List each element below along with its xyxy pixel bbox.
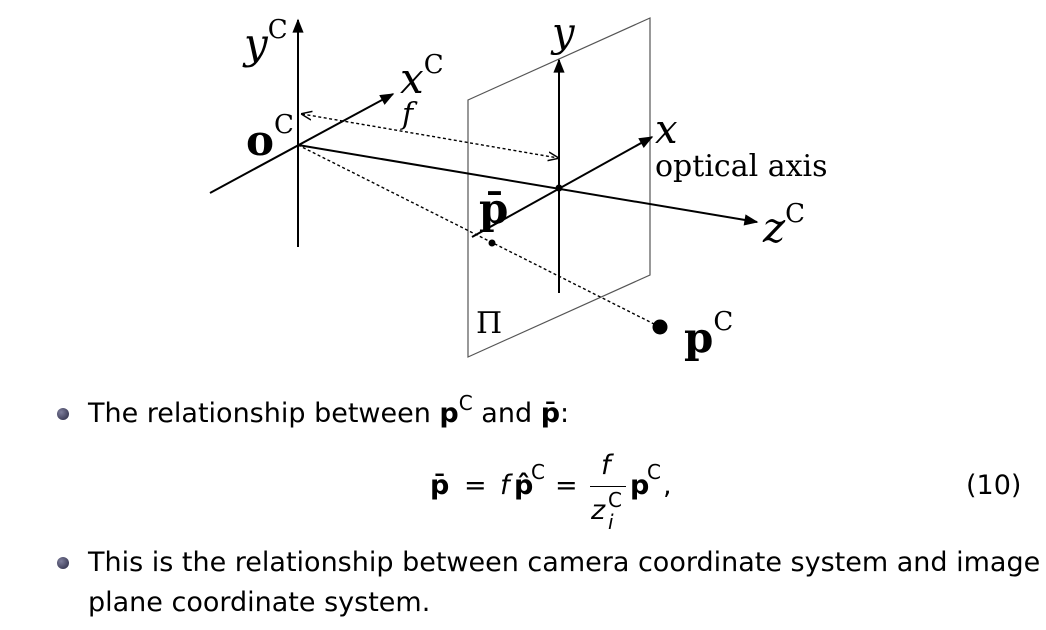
label-oC: oC [246,110,294,165]
label-x: x [655,107,678,153]
bullet1-p: p [439,398,459,429]
eq-number: (10) [966,470,1022,501]
label-Pi: Π [476,306,502,341]
image-plane [467,17,651,358]
eq-denominator-sup: C [608,488,622,512]
label-yC: yC [242,15,288,68]
bullet1-sup: C [458,391,473,415]
projection-ray [297,144,661,328]
eq-p-sup: C [647,460,661,484]
eq-phat-sup: C [531,460,545,484]
label-y: y [550,10,576,56]
bullet1-mid: and [472,398,541,429]
eq-p: p [630,470,650,501]
eq-lhs: p̄ [430,470,450,501]
focal-length-arrow [302,114,558,158]
label-optical-axis: optical axis [655,149,828,184]
bullet-relationship-text: The relationship between pC and p̄: [88,393,570,430]
eq-f: f [500,470,510,501]
camera-x-axis [209,93,395,194]
eq-equals-1: = [464,470,487,501]
eq-fraction-bar [590,486,626,487]
point-3d [652,319,668,335]
eq-phat: p̂ [514,470,534,501]
bullet-marker [57,408,69,420]
bullet1-suffix: : [560,398,570,429]
eq-denominator: z [591,495,606,526]
projected-point [488,239,496,247]
bullet-marker [57,557,69,569]
label-pbar: p̄ [479,184,508,233]
label-pC: pC [684,307,733,362]
camera-projection-diagram: yC xC f oC y x optical axis zC p̄ Π pC [209,10,828,362]
bullet-coordinate-text-line2: plane coordinate system. [88,587,431,618]
eq-equals-2: = [555,470,578,501]
eq-numerator: f [601,450,611,481]
bullet1-pbar: p̄ [540,398,561,429]
bullet-coordinate-text-line1: This is the relationship between camera … [88,547,1041,578]
eq-denominator-sub: i [608,510,614,534]
label-zC: zC [762,199,805,252]
principal-point [555,184,563,192]
bullet1-prefix: The relationship between [88,398,440,429]
eq-comma: , [663,470,672,501]
label-xC: xC [400,50,444,103]
